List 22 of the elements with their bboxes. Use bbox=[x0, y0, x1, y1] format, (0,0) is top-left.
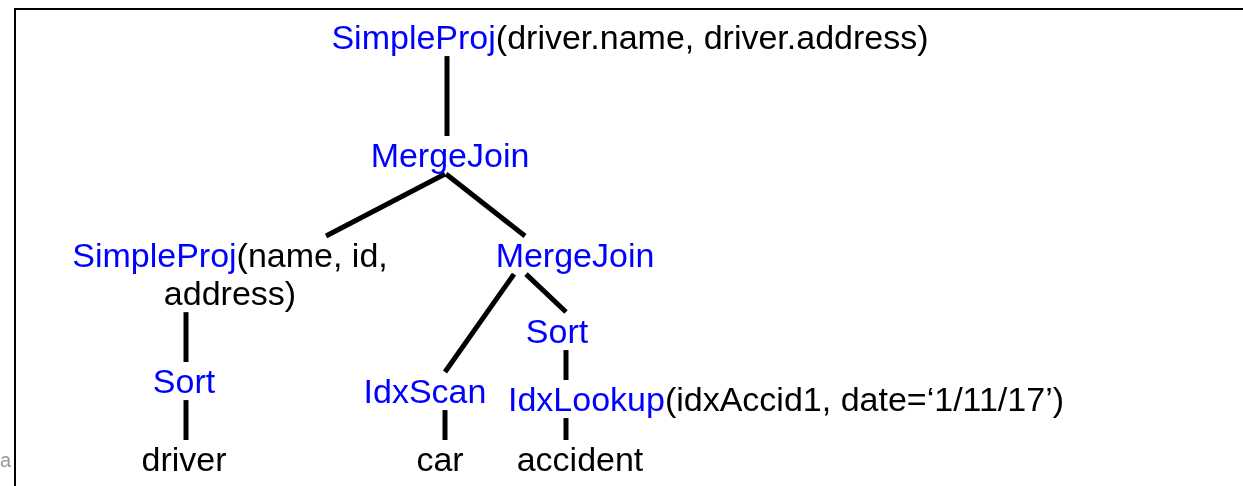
tree-edge bbox=[183, 400, 189, 440]
operator-label: car bbox=[416, 440, 464, 479]
operator-label: SimpleProj(name, id, address) bbox=[30, 236, 430, 313]
tree-edge bbox=[444, 56, 450, 136]
tree-edge bbox=[524, 272, 568, 314]
tree-edge bbox=[563, 350, 569, 380]
operator-label: Sort bbox=[152, 362, 216, 401]
operator-label: driver bbox=[141, 440, 227, 479]
tree-edge bbox=[183, 312, 189, 362]
operator-label: Sort bbox=[525, 312, 589, 351]
operator-label: IdxLookup(idxAccid1, date=‘1/11/17’) bbox=[508, 380, 1064, 419]
operator-label: IdxScan bbox=[363, 372, 487, 411]
tree-edge bbox=[324, 171, 447, 239]
operator-label: accident bbox=[516, 440, 644, 479]
operator-label: MergeJoin bbox=[370, 136, 530, 175]
tree-edge bbox=[444, 172, 527, 238]
operator-label: SimpleProj(driver.name, driver.address) bbox=[331, 18, 929, 57]
tree-edge bbox=[563, 418, 569, 440]
operator-label: MergeJoin bbox=[495, 236, 655, 275]
cut-off-text: a bbox=[0, 450, 12, 470]
tree-edge bbox=[442, 272, 517, 374]
tree-edge bbox=[442, 410, 448, 440]
